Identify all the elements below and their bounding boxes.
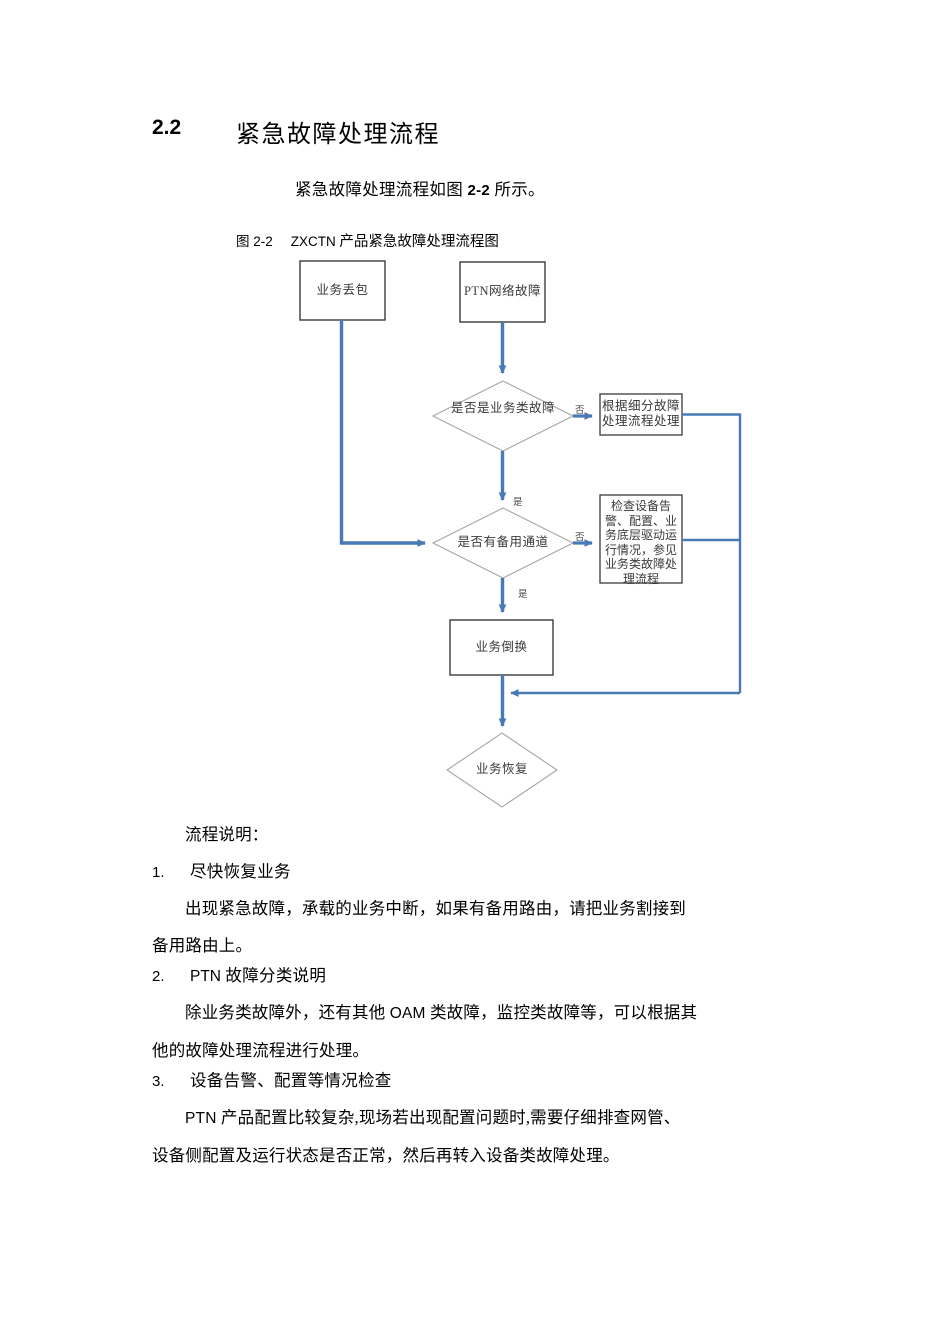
node-check-device-alarm-label: 检查设备告 警、配置、业 务底层驱动运 行情况，参见 业务类故障处 理流程	[604, 499, 677, 586]
section-number: 2.2	[152, 116, 182, 139]
body-text: 流程说明： 1. 尽快恢复业务 出现紧急故障，承载的业务中断，如果有备用路由，请把…	[152, 820, 852, 1171]
node-service-loss-label: 业务丢包	[316, 283, 369, 297]
list-item-number: 3.	[152, 1073, 165, 1090]
figure-caption-product: ZXCTN	[290, 234, 336, 249]
list-item-title-latin: PTN	[190, 968, 221, 985]
node-has-backup-channel-label: 是否有备用通道	[457, 535, 549, 549]
flow-note: 流程说明：	[185, 825, 269, 844]
figure-caption: 图 2-2 ZXCTN 产品紧急故障处理流程图	[236, 230, 499, 251]
paragraph-seg: 类故障，监控类故障等，可以根据其	[425, 1003, 698, 1022]
edge-label-no-1: 否	[575, 406, 585, 416]
paragraph-line: 设备侧配置及运行状态是否正常，然后再转入设备类故障处理。	[152, 1146, 620, 1165]
list-item: 2. PTN 故障分类说明	[152, 961, 852, 992]
intro-before: 紧急故障处理流程如图	[295, 180, 468, 199]
node-subdivided-process-label: 根据细分故障 处理流程处理	[601, 399, 680, 428]
paragraph-line: 出现紧急故障，承载的业务中断，如果有备用路由，请把业务割接到	[185, 899, 686, 918]
list-item: 3. 设备告警、配置等情况检查	[152, 1066, 852, 1097]
figure-caption-label: 图 2-2	[236, 234, 273, 249]
paragraph-line: PTN 产品配置比较复杂,现场若出现配置问题时,需要仔细排查网管、	[152, 1103, 852, 1134]
paragraph-line: 除业务类故障外，还有其他 OAM 类故障，监控类故障等，可以根据其	[152, 998, 852, 1029]
section-heading: 2.2 紧急故障处理流程	[152, 116, 852, 150]
node-service-switchover-label: 业务倒换	[475, 640, 528, 654]
edge-label-yes-2: 是	[518, 590, 528, 600]
paragraph-seg: 除业务类故障外，还有其他	[185, 1003, 390, 1022]
paragraph-seg: 产品配置比较复杂,现场若出现配置问题时,需要仔细排查网管、	[216, 1108, 681, 1127]
node-ptn-network-fault-label: PTN网络故障	[463, 284, 542, 298]
paragraph-line: 备用路由上。	[152, 936, 253, 955]
list-item-number: 1.	[152, 864, 165, 881]
list-item-title: 尽快恢复业务	[190, 862, 291, 881]
list-item-title: 故障分类说明	[221, 966, 327, 985]
node-service-restored-label: 业务恢复	[475, 762, 528, 776]
intro-after: 所示。	[490, 180, 545, 199]
list-item-number: 2.	[152, 968, 165, 985]
paragraph-seg-latin: OAM	[389, 1005, 426, 1022]
node-is-service-fault-label: 是否是业务类故障	[450, 401, 555, 415]
edge-label-yes-1: 是	[513, 498, 523, 508]
edge-label-no-2: 否	[575, 533, 585, 543]
list-item: 1. 尽快恢复业务	[152, 857, 852, 888]
figure-caption-text: 产品紧急故障处理流程图	[335, 234, 499, 250]
intro-figure-ref: 2-2	[467, 182, 491, 199]
page-title: 紧急故障处理流程	[236, 122, 440, 148]
intro-paragraph: 紧急故障处理流程如图 2-2 所示。	[295, 176, 545, 200]
paragraph-line: 他的故障处理流程进行处理。	[152, 1041, 370, 1060]
paragraph-seg-latin: PTN	[185, 1110, 217, 1127]
list-item-title: 设备告警、配置等情况检查	[190, 1071, 392, 1090]
